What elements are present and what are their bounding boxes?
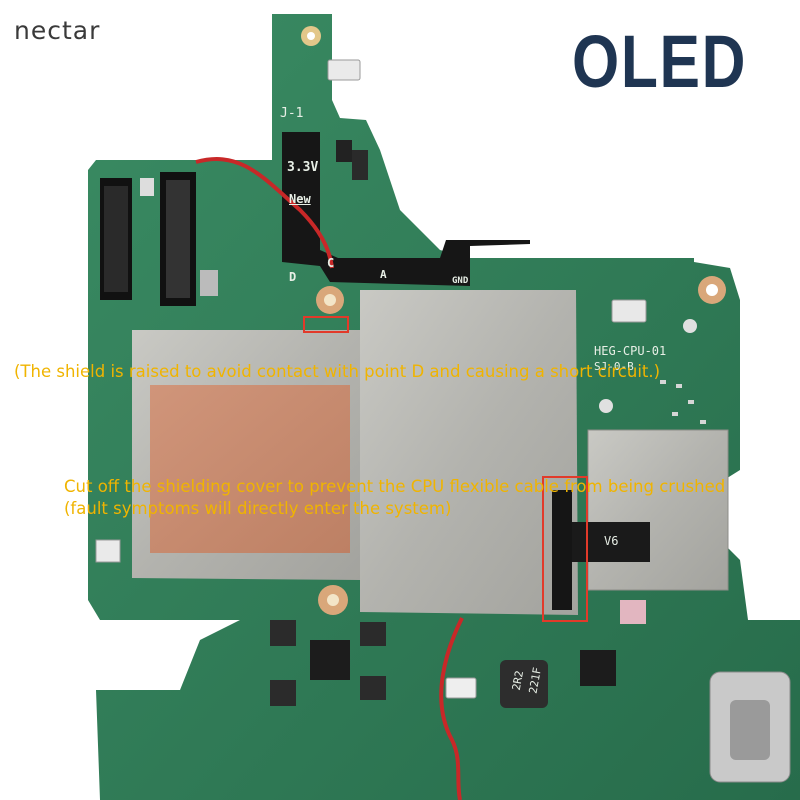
silk-gnd: GND [452, 276, 469, 286]
shield-note: (The shield is raised to avoid contact w… [14, 362, 661, 381]
model-label: OLED [572, 20, 748, 103]
silk-board-rev: SJ-0-B [594, 360, 634, 373]
silk-connector-label: J-1 [280, 106, 304, 121]
silk-point-a: A [380, 268, 387, 281]
highlight-cpu-flex [542, 476, 588, 622]
connector-small-top [327, 59, 361, 81]
highlight-shield-edge [303, 316, 349, 333]
brand-watermark: nectar [14, 16, 101, 45]
silk-new-tag: New [289, 192, 311, 206]
red-wire-bottom [439, 617, 464, 800]
right-shield [587, 429, 729, 591]
inductor [500, 660, 548, 708]
red-wire-top [195, 157, 334, 269]
cut-note-line2: (fault symptoms will directly enter the … [64, 499, 452, 518]
cpu-shield [360, 290, 578, 615]
silk-point-c: C [327, 256, 335, 270]
silk-voltage-label: 3.3V [287, 160, 319, 175]
flex-label: V6 [604, 534, 619, 548]
silk-board-id: HEG-CPU-01 [594, 344, 667, 358]
copper-pad [150, 385, 350, 553]
silk-point-d: D [289, 270, 297, 284]
cut-note-line1: Cut off the shielding cover to prevent t… [64, 477, 726, 496]
mod-flex [282, 132, 530, 286]
cpu-flex-cable [552, 490, 572, 610]
